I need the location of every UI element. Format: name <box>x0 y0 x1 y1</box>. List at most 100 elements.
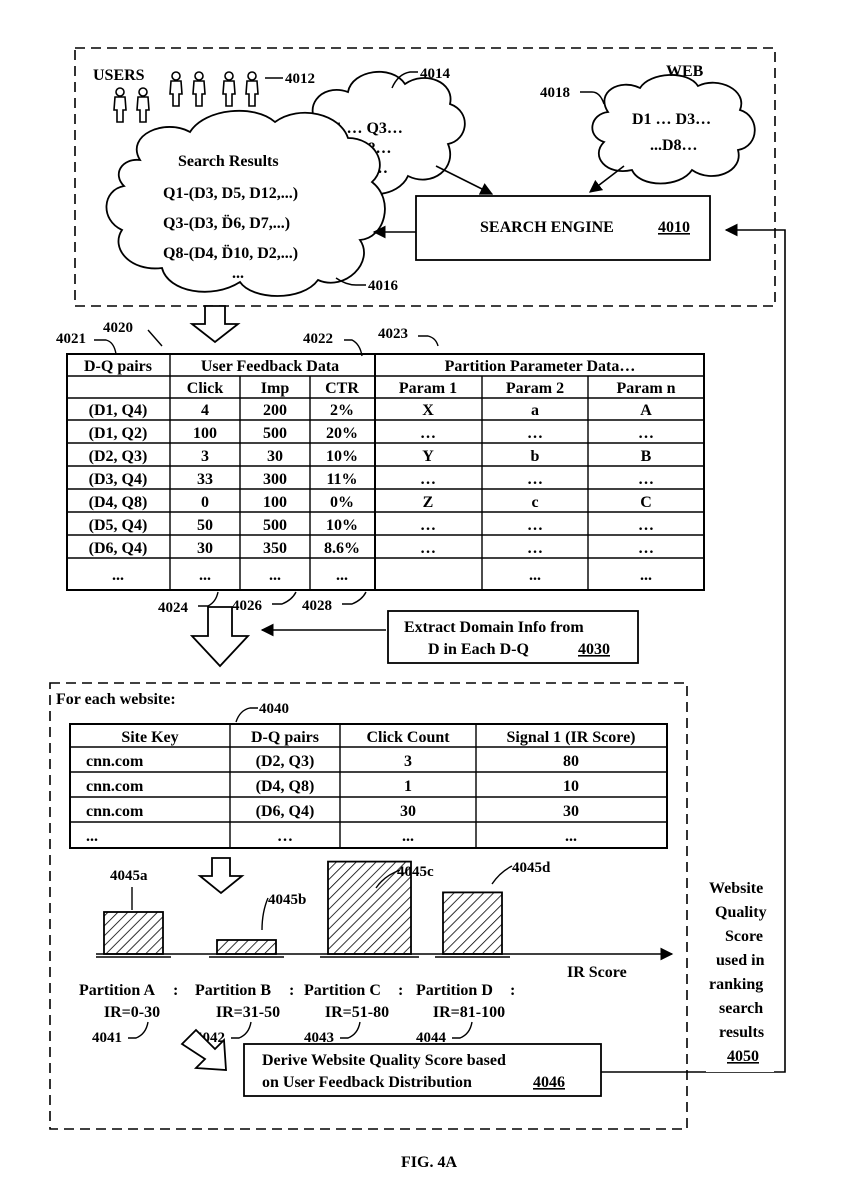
table1-cell: (D3, Q4) <box>89 471 148 488</box>
partition-label-colon: : <box>398 982 403 999</box>
table1-cell: (D6, Q4) <box>89 540 148 557</box>
hollow-arrow-2 <box>189 606 251 668</box>
table1-ref-4028: 4028 <box>302 598 332 614</box>
table1-cell: a <box>531 402 539 419</box>
website-cell: (D4, Q8) <box>256 778 315 795</box>
website-cell: ... <box>565 828 577 845</box>
website-region <box>49 682 688 1130</box>
table1-leader-4026 <box>272 591 297 605</box>
table1-cell: C <box>640 494 652 511</box>
website-table-ref: 4040 <box>259 701 289 717</box>
partition-bar-0 <box>103 911 164 955</box>
partition-ref-leader-2 <box>340 1021 361 1039</box>
subheader-3: CTR <box>325 380 359 397</box>
table1-cell: (D5, Q4) <box>89 517 148 534</box>
table1-leader-4022 <box>344 339 363 357</box>
partition-range-2: IR=51-80 <box>325 1004 389 1021</box>
table1-cell: 20% <box>326 425 358 442</box>
web-line-2: ...D8… <box>650 137 698 154</box>
website-cell: 30 <box>563 803 579 820</box>
table1-cell: (D4, Q8) <box>89 494 148 511</box>
quality-score-loop <box>601 223 786 1073</box>
table1-cell: ... <box>199 567 211 584</box>
partition-range-0: IR=0-30 <box>104 1004 160 1021</box>
subheader-2: Imp <box>261 380 290 397</box>
subheader-6: Param n <box>616 380 675 397</box>
bar-ref-leader-3 <box>491 865 513 885</box>
results-line-4: ... <box>232 265 244 282</box>
table1-cell: 500 <box>263 517 287 534</box>
website-title: For each website: <box>56 691 176 708</box>
subheader-5: Param 2 <box>506 380 564 397</box>
table1-cell: … <box>527 517 543 534</box>
website-cell: (D6, Q4) <box>256 803 315 820</box>
table1-cell: 350 <box>263 540 287 557</box>
partition-ref-leader-3 <box>452 1021 473 1039</box>
partition-ref-3: 4044 <box>416 1030 447 1046</box>
web-label: WEB <box>666 63 704 80</box>
derive-box <box>243 1043 602 1097</box>
table1-cell: X <box>422 402 434 419</box>
table1-cell: … <box>420 425 436 442</box>
partition-label-colon: : <box>289 982 294 999</box>
partition-ref-2: 4043 <box>304 1030 334 1046</box>
table1-cell: … <box>638 471 654 488</box>
results-line-3: Q8-(D4, D̈10, D2,...) <box>163 245 298 262</box>
table1-cell: … <box>527 540 543 557</box>
table1-cell: … <box>638 425 654 442</box>
bar-ref-0: 4045a <box>110 868 148 884</box>
website-cell: 10 <box>563 778 579 795</box>
partition-label-colon: : <box>510 982 515 999</box>
queries-ref: 4014 <box>420 66 451 82</box>
derive-ref: 4046 <box>533 1074 565 1091</box>
bar-ref-leader-1 <box>261 897 269 931</box>
table1-ref-4026: 4026 <box>232 598 263 614</box>
arrow-queries-to-engine <box>435 165 494 195</box>
table1-cell: … <box>638 540 654 557</box>
side-note-line-4: used in <box>716 952 765 969</box>
queries-leader <box>391 71 418 89</box>
table1-ref-4024: 4024 <box>158 600 189 616</box>
table1-cell: 30 <box>267 448 283 465</box>
bar-ref-3: 4045d <box>512 860 551 876</box>
website-cell: ... <box>86 828 98 845</box>
table1-ref-4022: 4022 <box>303 331 333 347</box>
table1-leader-4028 <box>342 591 367 605</box>
table1-cell: c <box>531 494 538 511</box>
table1-cell: 2% <box>330 402 354 419</box>
table1-cell: (D2, Q3) <box>89 448 148 465</box>
table1-cell: Z <box>423 494 434 511</box>
results-cloud <box>105 110 386 297</box>
extract-line-2: D in Each D-Q <box>428 641 529 658</box>
user-feedback-header: User Feedback Data <box>201 358 339 375</box>
table1-cell: 200 <box>263 402 287 419</box>
hollow-arrow-diagonal <box>180 1028 227 1071</box>
website-cell: … <box>277 828 293 845</box>
partition-range-1: IR=31-50 <box>216 1004 280 1021</box>
table1-cell: 30 <box>197 540 213 557</box>
table1-cell: ... <box>640 567 652 584</box>
search-engine-box <box>415 195 711 261</box>
subheader-1: Click <box>187 380 224 397</box>
users-ref: 4012 <box>285 71 315 87</box>
partition-ref-leader-1 <box>231 1021 252 1039</box>
table1-ref-4021: 4021 <box>56 331 86 347</box>
table1-cell: … <box>527 425 543 442</box>
table1-cell: ... <box>336 567 348 584</box>
table1-cell: 4 <box>201 402 209 419</box>
users-icon <box>113 71 259 123</box>
side-note-ref: 4050 <box>727 1048 759 1065</box>
table1-cell: ... <box>269 567 281 584</box>
table1-cell: … <box>420 517 436 534</box>
web-leader <box>580 91 605 105</box>
table1-cell: (D1, Q4) <box>89 402 148 419</box>
partition-ref-0: 4041 <box>92 1030 122 1046</box>
table1-cell: 8.6% <box>324 540 360 557</box>
web-line-1: D1 … D3… <box>632 111 711 128</box>
table1-cell: 100 <box>263 494 287 511</box>
side-note-line-6: search <box>719 1000 763 1017</box>
